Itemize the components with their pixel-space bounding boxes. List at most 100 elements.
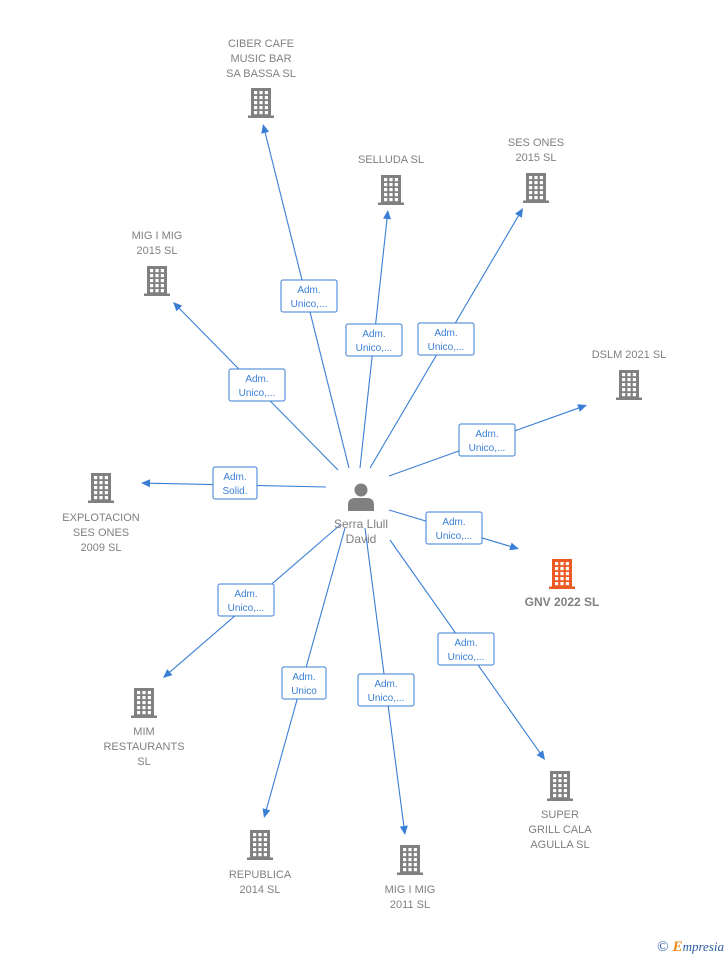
building-base xyxy=(547,798,573,801)
building-icon[interactable] xyxy=(131,688,157,718)
role-box[interactable]: Adm. Unico xyxy=(281,666,327,700)
building-icon[interactable] xyxy=(616,370,642,400)
empresia-logo[interactable]: © Empresia xyxy=(657,939,724,956)
building-window xyxy=(529,186,533,190)
building-icon[interactable] xyxy=(88,473,114,503)
building-window xyxy=(253,833,257,837)
building-base xyxy=(247,857,273,860)
building-window xyxy=(155,289,159,293)
building-base xyxy=(523,200,549,203)
building-window xyxy=(413,858,417,862)
role-text: Adm. xyxy=(223,472,246,483)
building-icon[interactable] xyxy=(523,173,549,203)
arrow-head xyxy=(514,208,523,218)
building-window xyxy=(560,562,564,566)
building-icon[interactable] xyxy=(248,88,274,118)
building-window xyxy=(555,572,559,576)
role-box[interactable]: Adm.Unico,... xyxy=(345,323,403,357)
building-window xyxy=(403,853,407,857)
role-box[interactable]: Adm.Unico,... xyxy=(217,583,275,617)
company-node-gnv-2022[interactable]: GNV 2022 SL xyxy=(525,559,600,609)
building-window xyxy=(253,848,257,852)
role-text: Unico xyxy=(291,686,317,697)
building-window xyxy=(529,176,533,180)
building-window xyxy=(558,789,562,793)
edge-super-grill: Adm.Unico,... xyxy=(389,539,545,760)
role-text: Unico,... xyxy=(448,652,485,663)
building-base xyxy=(549,586,575,589)
company-node-selluda[interactable]: SELLUDA SL xyxy=(358,154,424,205)
building-window xyxy=(137,696,141,700)
building-icon[interactable] xyxy=(549,559,575,589)
arrow-head xyxy=(141,479,151,488)
building-window xyxy=(632,393,636,397)
role-box[interactable]: Adm.Unico,... xyxy=(417,322,475,356)
building-icon[interactable] xyxy=(247,830,273,860)
brand-name: Empresia xyxy=(673,939,724,956)
person-icon[interactable] xyxy=(348,483,374,512)
building-window xyxy=(137,691,141,695)
role-box[interactable]: Adm.Unico,... xyxy=(280,279,338,313)
building-window xyxy=(627,393,631,397)
role-box-border xyxy=(217,583,275,617)
role-box[interactable]: Adm.Unico,... xyxy=(425,511,483,545)
building-window xyxy=(94,496,98,500)
building-icon[interactable] xyxy=(397,845,423,875)
building-window xyxy=(563,784,567,788)
building-icon[interactable] xyxy=(144,266,170,296)
role-text: Adm. xyxy=(297,285,320,296)
building-window xyxy=(142,696,146,700)
company-label: SUPER xyxy=(541,809,579,821)
role-box[interactable]: Adm.Unico,... xyxy=(228,368,286,402)
building-window xyxy=(263,833,267,837)
building-icon[interactable] xyxy=(547,771,573,801)
building-icon[interactable] xyxy=(378,175,404,205)
building-base xyxy=(378,202,404,205)
role-box[interactable]: Adm.Unico,... xyxy=(458,423,516,457)
role-box[interactable]: Adm.Unico,... xyxy=(357,673,415,707)
building-window xyxy=(99,486,103,490)
building-base xyxy=(144,293,170,296)
company-node-dslm-2021[interactable]: DSLM 2021 SL xyxy=(592,349,667,400)
building-window xyxy=(555,567,559,571)
arrow-head xyxy=(261,124,270,134)
role-text: Adm. xyxy=(374,679,397,690)
role-text: Unico,... xyxy=(469,443,506,454)
building-window xyxy=(403,863,407,867)
building-window xyxy=(565,562,569,566)
edge-selluda: Adm.Unico,... xyxy=(345,210,403,469)
building-window xyxy=(147,696,151,700)
building-window xyxy=(253,843,257,847)
building-window xyxy=(539,181,543,185)
building-window xyxy=(155,284,159,288)
role-text: Unico,... xyxy=(428,342,465,353)
building-window xyxy=(155,279,159,283)
building-window xyxy=(389,178,393,182)
building-window xyxy=(94,486,98,490)
building-window xyxy=(553,784,557,788)
building-window xyxy=(408,848,412,852)
company-label: MUSIC BAR xyxy=(230,53,291,65)
role-text: Adm. xyxy=(292,672,315,683)
building-window xyxy=(384,198,388,202)
building-window xyxy=(253,838,257,842)
building-window xyxy=(555,582,559,586)
role-box[interactable]: Adm.Solid. xyxy=(212,466,258,500)
building-window xyxy=(253,853,257,857)
role-box[interactable]: Adm.Unico,... xyxy=(437,632,495,666)
building-window xyxy=(622,378,626,382)
arrow-head xyxy=(262,808,271,818)
building-window xyxy=(539,176,543,180)
building-window xyxy=(627,373,631,377)
